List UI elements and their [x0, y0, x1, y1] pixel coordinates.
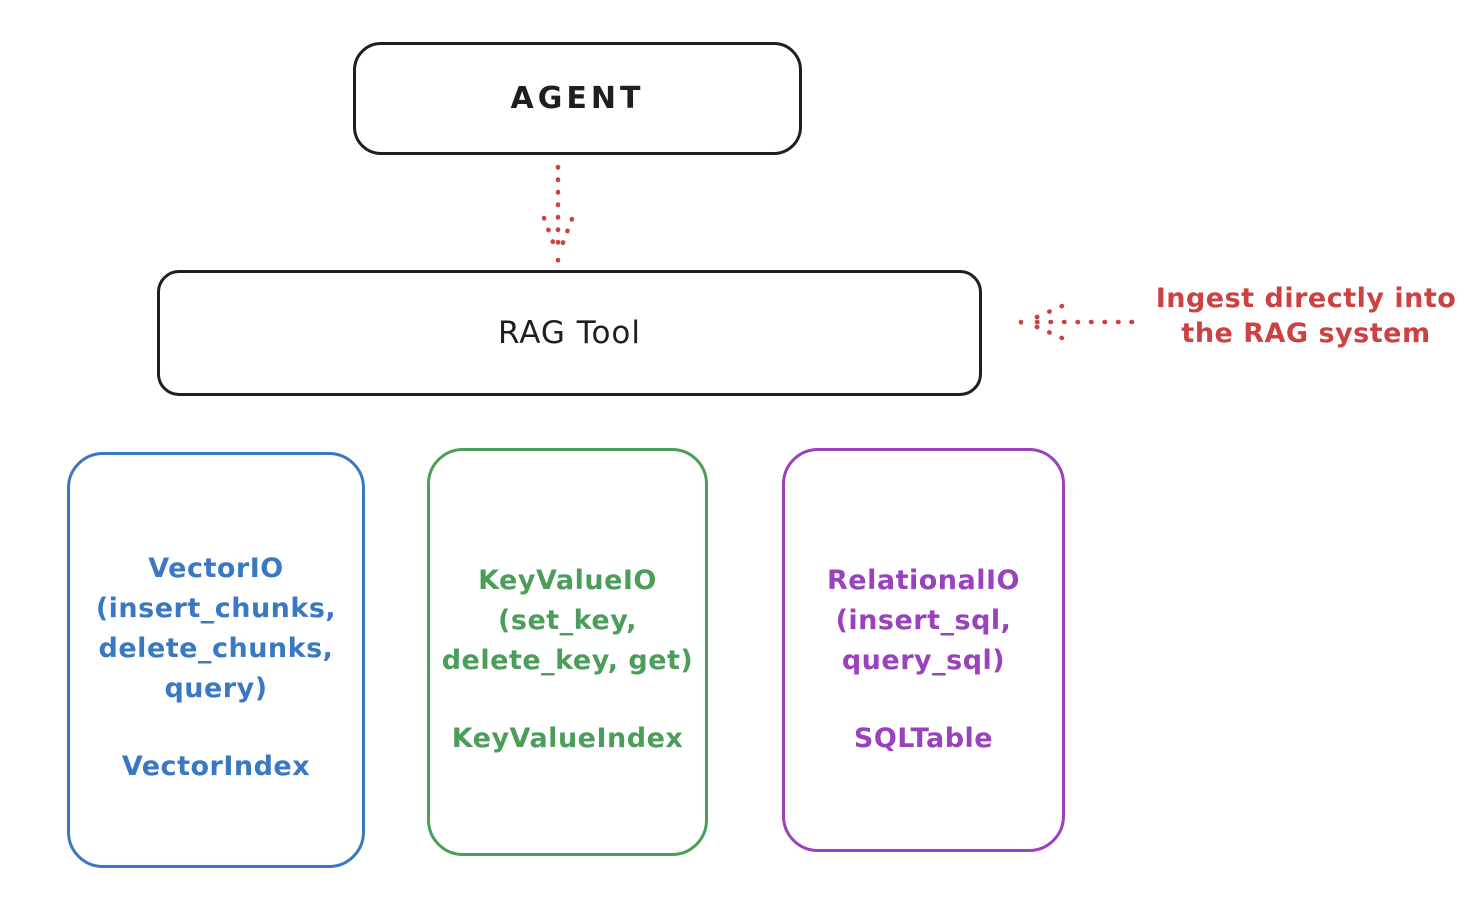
- vector-index-label: VectorIndex: [121, 751, 311, 782]
- backend-line: (set_key,: [498, 605, 637, 636]
- rag-tool-box: RAG Tool: [157, 270, 982, 396]
- ingest-arrow-icon: [1018, 303, 1135, 341]
- backend-line: (insert_chunks,: [95, 593, 337, 624]
- backend-line: delete_key, get): [441, 645, 694, 676]
- backend-line: query_sql): [841, 645, 1006, 676]
- keyvalue-index-label: KeyValueIndex: [451, 723, 684, 754]
- backend-line: RelationalIO: [827, 565, 1020, 596]
- rag-tool-box-label: RAG Tool: [497, 315, 642, 351]
- keyvalueio-box: KeyValueIO (set_key, delete_key, get) Ke…: [427, 448, 708, 856]
- agent-box-label: AGENT: [510, 81, 645, 116]
- vectorio-box: VectorIO (insert_chunks, delete_chunks, …: [67, 452, 365, 868]
- backend-line: VectorIO: [148, 553, 284, 584]
- ingest-annotation: Ingest directly into the RAG system: [1138, 281, 1474, 351]
- agent-box: AGENT: [353, 42, 802, 155]
- ingest-annotation-line2: the RAG system: [1181, 318, 1431, 349]
- sql-table-label: SQLTable: [853, 723, 994, 754]
- relationalio-box: RelationalIO (insert_sql, query_sql) SQL…: [782, 448, 1065, 852]
- backend-line: query): [164, 673, 268, 704]
- ingest-annotation-line1: Ingest directly into: [1155, 283, 1457, 314]
- agent-to-ragtool-arrow-icon: [541, 164, 575, 263]
- backend-line: delete_chunks,: [98, 633, 334, 664]
- backend-line: KeyValueIO: [478, 565, 657, 596]
- backend-line: (insert_sql,: [835, 605, 1012, 636]
